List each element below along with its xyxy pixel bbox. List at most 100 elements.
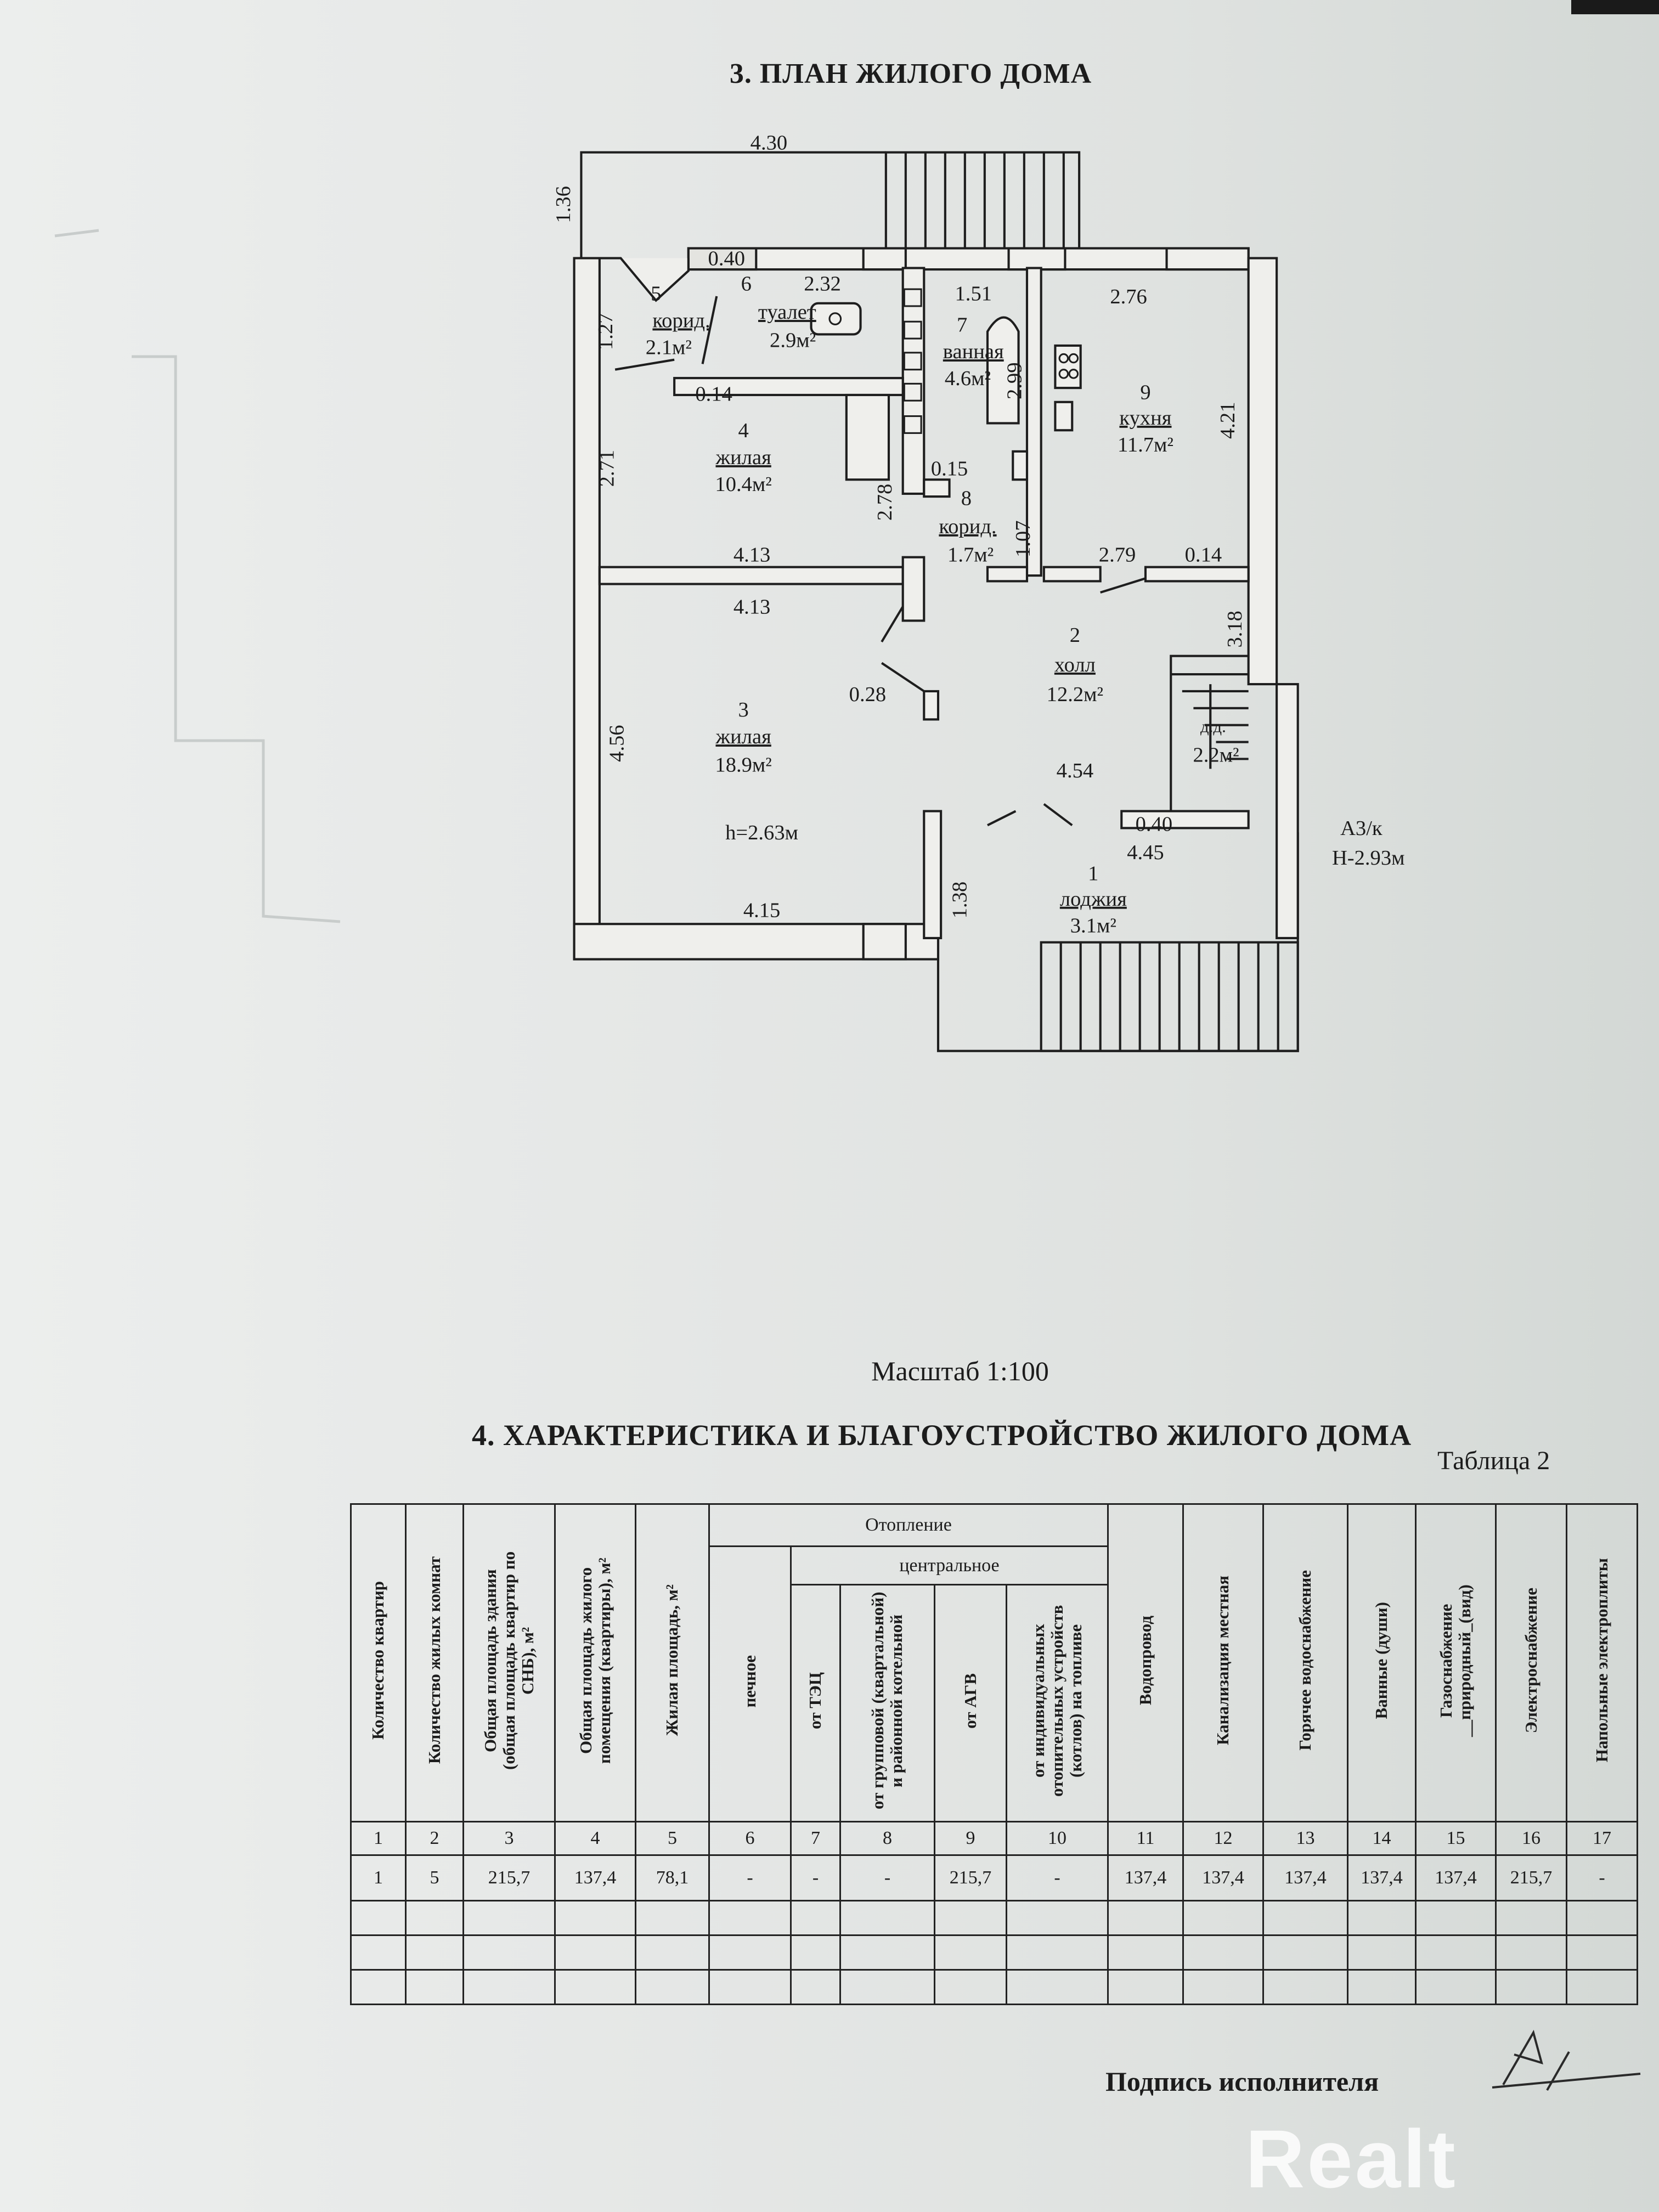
dim-label: 2.76 <box>1110 285 1147 308</box>
room-area: 2.9м² <box>770 329 816 352</box>
ceiling-height: h=2.63м <box>725 821 798 844</box>
dim-label: 4.30 <box>751 132 787 155</box>
room-number: 7 <box>957 313 967 336</box>
column-number: 14 <box>1347 1821 1417 1856</box>
room-name: туалет <box>758 301 816 324</box>
group-heating: Отопление <box>708 1503 1109 1547</box>
room-number: 4 <box>738 419 749 442</box>
dim-label: 1.36 <box>552 186 575 223</box>
header-cell: от ТЭЦ <box>790 1584 841 1822</box>
room-name: д.д. <box>1200 718 1226 736</box>
header-cell: от АГВ <box>934 1584 1007 1822</box>
column-number: 7 <box>790 1821 841 1856</box>
dim-label: 0.14 <box>695 382 732 405</box>
column-number: 6 <box>708 1821 792 1856</box>
header-cell: Канализация местная <box>1182 1503 1264 1822</box>
header-cell: Общая площадь здания (общая площадь квар… <box>462 1503 556 1822</box>
header-cell: Горячее водоснабжение <box>1262 1503 1348 1822</box>
dim-label: 1.07 <box>1012 521 1035 557</box>
table-cell: - <box>839 1854 935 1901</box>
column-number: 1 <box>350 1821 407 1856</box>
header-cell: Общая площадь жилого помещения (квартиры… <box>554 1503 636 1822</box>
dim-label: 0.15 <box>931 458 968 481</box>
room-name: ванная <box>943 340 1004 363</box>
table-cell: 137,4 <box>554 1854 636 1901</box>
header-cell: от индивидуальных отопительных устройств… <box>1006 1584 1109 1822</box>
table-cell: 137,4 <box>1107 1854 1184 1901</box>
header-cell: Газоснабжение __природный_(вид) <box>1415 1503 1497 1822</box>
room-area: 2.1м² <box>646 336 692 359</box>
table-cell: 137,4 <box>1347 1854 1417 1901</box>
table-caption: Таблица 2 <box>1437 1446 1550 1475</box>
dim-label: 2.79 <box>1099 543 1136 566</box>
column-number: 11 <box>1107 1821 1184 1856</box>
pencil-marks <box>54 229 341 923</box>
dim-label: 2.99 <box>1003 363 1026 399</box>
column-number: 12 <box>1182 1821 1264 1856</box>
plan-title: 3. ПЛАН ЖИЛОГО ДОМА <box>729 58 1092 89</box>
room-number: 2 <box>1070 624 1080 647</box>
header-cell: Количество жилых комнат <box>405 1503 464 1822</box>
room-number: 1 <box>1088 862 1098 885</box>
column-number: 5 <box>635 1821 710 1856</box>
dim-label: 2.78 <box>873 484 896 521</box>
table-cell: 1 <box>350 1854 407 1901</box>
dim-label: 4.13 <box>733 543 770 566</box>
table-cell: 215,7 <box>462 1854 556 1901</box>
room-name: корид. <box>939 515 996 538</box>
table-cell: - <box>790 1854 841 1901</box>
floor-plan: 4.30 1.36 0.40 6 2.32 5 корид. 1.27 2.1м… <box>552 132 1405 1052</box>
header-cell: Ванные (души) <box>1347 1503 1417 1822</box>
header-cell: Количество квартир <box>350 1503 407 1822</box>
room-number: 8 <box>961 487 972 510</box>
column-number: 9 <box>934 1821 1007 1856</box>
room-area: 3.1м² <box>1070 915 1116 938</box>
table-cell: 215,7 <box>1495 1854 1567 1901</box>
column-number: 2 <box>405 1821 464 1856</box>
empty-row <box>350 1969 1638 2005</box>
dim-label: 1.38 <box>948 882 971 918</box>
column-number: 8 <box>839 1821 935 1856</box>
table-cell: 215,7 <box>934 1854 1007 1901</box>
dim-label: 4.54 <box>1057 759 1093 782</box>
section-title: 4. ХАРАКТЕРИСТИКА И БЛАГОУСТРОЙСТВО ЖИЛО… <box>472 1419 1412 1452</box>
watermark-logo: Realt <box>1245 2113 1458 2205</box>
dim-label: 0.40 <box>708 247 745 270</box>
dim-label: 4.56 <box>606 725 629 761</box>
dim-label: 4.45 <box>1127 841 1164 864</box>
empty-row <box>350 1900 1638 1936</box>
building-letter: А3/к <box>1340 817 1383 840</box>
room-area: 4.6м² <box>945 367 991 390</box>
room-number: 3 <box>738 698 749 721</box>
column-number: 13 <box>1262 1821 1348 1856</box>
table-cell: - <box>1566 1854 1638 1901</box>
building-height: Н-2.93м <box>1332 847 1405 870</box>
dim-label: 2.32 <box>804 273 840 296</box>
empty-row <box>350 1934 1638 1971</box>
room-area: 11.7м² <box>1118 433 1173 456</box>
room-name: жилая <box>715 725 771 748</box>
room-name: корид. <box>652 309 710 332</box>
column-number: 10 <box>1006 1821 1109 1856</box>
room-name: кухня <box>1119 407 1171 430</box>
column-number: 3 <box>462 1821 556 1856</box>
dim-label: 0.28 <box>849 683 886 706</box>
room-area: 12.2м² <box>1047 683 1103 706</box>
plan-scale: Масштаб 1:100 <box>871 1356 1049 1386</box>
dim-label: 4.15 <box>743 899 780 922</box>
room-name: жилая <box>715 446 771 469</box>
room-area: 18.9м² <box>715 754 771 777</box>
group-central: центральное <box>790 1545 1109 1585</box>
characteristics-table: Количество квартир Количество жилых комн… <box>350 1503 1638 2005</box>
table-cell: 137,4 <box>1262 1854 1348 1901</box>
dim-label: 3.18 <box>1223 611 1246 647</box>
room-area: 2.2м² <box>1193 744 1239 767</box>
table-cell: - <box>708 1854 792 1901</box>
room-number: 6 <box>741 273 752 296</box>
column-number: 17 <box>1566 1821 1638 1856</box>
table-cell: - <box>1006 1854 1109 1901</box>
header-cell: Напольные электроплиты <box>1566 1503 1638 1822</box>
dim-label: 4.21 <box>1216 402 1239 439</box>
